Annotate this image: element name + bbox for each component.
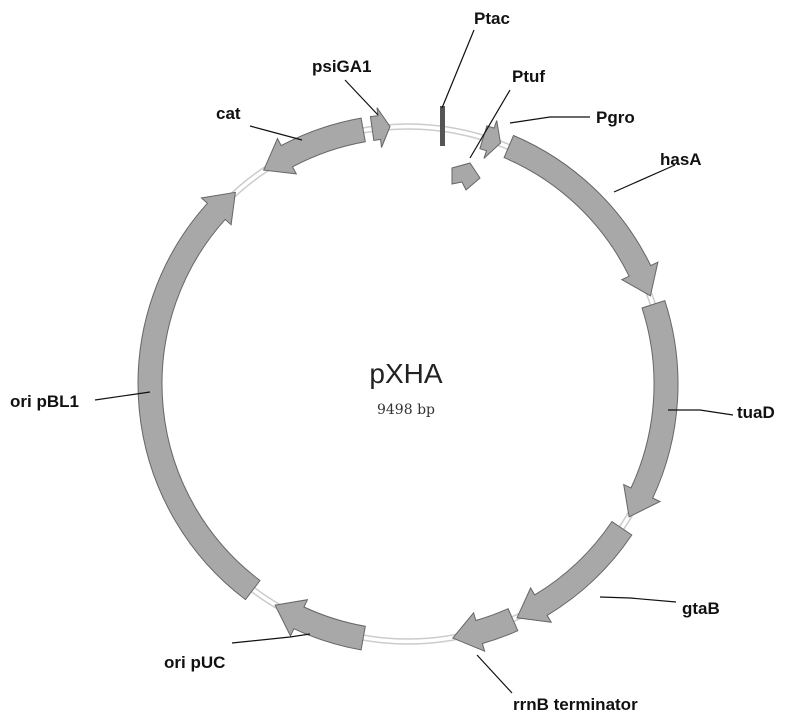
- plasmid-name: pXHA: [369, 358, 442, 389]
- ptuf-feature[interactable]: [451, 162, 481, 191]
- label-pgro: Pgro: [596, 108, 635, 127]
- label-gtab: gtaB: [682, 599, 720, 618]
- leader-lines: [94, 29, 734, 694]
- label-ptac: Ptac: [474, 9, 510, 28]
- rrnb-feature[interactable]: [451, 608, 519, 653]
- hasa-feature[interactable]: [503, 134, 659, 297]
- label-cat: cat: [216, 104, 241, 123]
- plasmid-size: 9498 bp: [377, 402, 435, 418]
- label-psiga1: psiGA1: [312, 57, 372, 76]
- label-ori-pbl1: ori pBL1: [10, 392, 79, 411]
- cat-feature[interactable]: [262, 117, 366, 175]
- oripuc-feature[interactable]: [274, 599, 366, 651]
- tuad-feature[interactable]: [623, 299, 679, 518]
- oripbl1-feature[interactable]: [137, 191, 261, 601]
- label-hasa: hasA: [660, 150, 702, 169]
- label-rrnb-terminator: rrnB terminator: [513, 695, 638, 714]
- label-ptuf: Ptuf: [512, 67, 545, 86]
- pgro-feature[interactable]: [479, 120, 502, 159]
- ptac-marker[interactable]: [440, 106, 445, 146]
- gtab-feature[interactable]: [516, 520, 633, 623]
- psiga1-feature[interactable]: [369, 107, 391, 148]
- label-ori-puc: ori pUC: [164, 653, 225, 672]
- label-tuad: tuaD: [737, 403, 775, 422]
